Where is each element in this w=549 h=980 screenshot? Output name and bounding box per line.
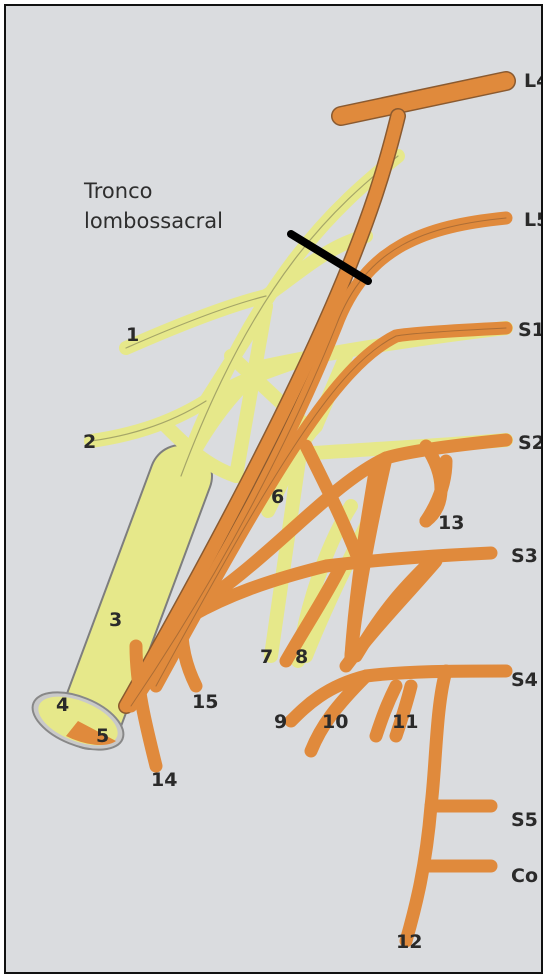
root-label-l5: L5: [524, 209, 543, 231]
number-label-14: 14: [151, 769, 177, 791]
root-label-s1: S1: [518, 319, 543, 341]
root-label-s3: S3: [511, 545, 538, 567]
number-label-15: 15: [192, 691, 218, 713]
number-label-5: 5: [96, 725, 109, 747]
root-label-s4: S4: [511, 669, 538, 691]
number-label-3: 3: [109, 609, 122, 631]
number-label-6: 6: [271, 486, 284, 508]
root-label-s5: S5: [511, 809, 538, 831]
root-label-s2: S2: [518, 432, 543, 454]
number-label-7: 7: [260, 646, 273, 668]
number-label-11: 11: [392, 711, 418, 733]
number-label-1: 1: [126, 324, 139, 346]
root-label-l4: L4: [524, 70, 543, 92]
diagram-frame: Tronco lombossacral L4 L5 S1 S2 S3 S4 S5…: [4, 4, 543, 974]
number-label-8: 8: [295, 646, 308, 668]
number-label-13: 13: [438, 512, 464, 534]
root-label-co: Co: [511, 865, 538, 887]
sacral-plexus-diagram: Tronco lombossacral L4 L5 S1 S2 S3 S4 S5…: [6, 6, 543, 974]
number-label-10: 10: [322, 711, 348, 733]
number-label-2: 2: [83, 431, 96, 453]
title-line-1: Tronco: [83, 179, 152, 203]
title-line-2: lombossacral: [84, 209, 223, 233]
number-label-9: 9: [274, 711, 287, 733]
number-label-4: 4: [56, 694, 69, 716]
number-label-12: 12: [396, 931, 422, 953]
